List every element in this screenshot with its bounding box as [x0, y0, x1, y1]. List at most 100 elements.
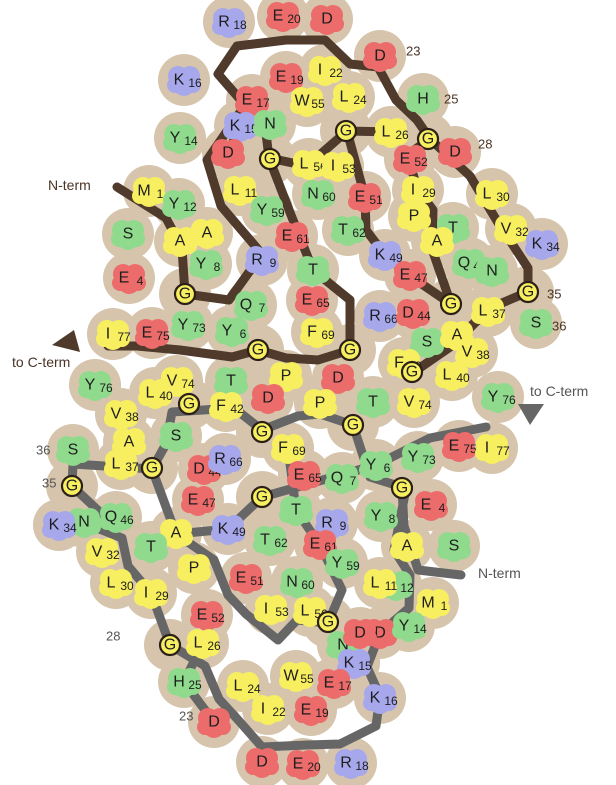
- residue-letter: G: [146, 460, 158, 477]
- residue-letter: G: [340, 123, 352, 140]
- residue-letter: Q: [331, 470, 343, 487]
- residue: L30: [475, 180, 510, 210]
- residue-letter: E: [282, 228, 293, 245]
- residue: D: [343, 619, 377, 649]
- residue: Y12: [162, 190, 197, 220]
- residue-number: 55: [300, 672, 314, 686]
- residue-letter: I: [485, 440, 489, 457]
- residue: S: [56, 436, 90, 466]
- residue-letter: L: [479, 303, 488, 320]
- residue-number: 69: [292, 444, 306, 458]
- residue: L26: [374, 118, 409, 148]
- residue-letter: S: [449, 538, 460, 555]
- residue-number: 47: [202, 496, 216, 510]
- residue: D: [363, 42, 397, 72]
- residue-number: 73: [422, 453, 436, 467]
- residue-number: 26: [395, 128, 409, 142]
- c-term-arrow-bottom: [518, 404, 544, 425]
- residue: E4: [112, 264, 146, 294]
- residue-number: 9: [270, 256, 277, 270]
- residue-number: 49: [232, 525, 246, 539]
- residue: E20: [266, 2, 301, 32]
- residue-letter: T: [260, 532, 270, 549]
- side-number-35-bottom: 35: [42, 476, 56, 491]
- residue-letter: L: [483, 186, 492, 203]
- residue-letter: A: [171, 525, 182, 542]
- residue-number: 60: [301, 578, 315, 592]
- residue-letter: V: [404, 394, 415, 411]
- residue: A: [420, 227, 454, 257]
- residue: L37: [104, 450, 139, 480]
- residue-letter: E: [310, 536, 321, 553]
- residue: H: [406, 85, 440, 115]
- residue-number: 18: [233, 18, 247, 32]
- residue-letter: W: [283, 668, 299, 685]
- residue-letter: S: [422, 334, 433, 351]
- residue: V38: [104, 400, 139, 430]
- residue-letter: E: [119, 270, 130, 287]
- residue: E61: [275, 222, 310, 252]
- residue: D: [211, 139, 245, 169]
- residue-letter: Q: [105, 509, 117, 526]
- residue: G: [340, 340, 360, 360]
- residue-number: 12: [183, 200, 197, 214]
- residue: V32: [494, 215, 529, 245]
- residue: G: [142, 458, 162, 478]
- residue: E65: [295, 286, 330, 316]
- residue-letter: G: [344, 342, 356, 359]
- residue: E52: [190, 601, 225, 631]
- residue-letter: P: [409, 208, 420, 225]
- residue-number: 17: [338, 679, 352, 693]
- c-term-arrow-top: [52, 330, 80, 352]
- c-term-label-bottom: to C-term: [530, 383, 588, 399]
- residue-letter: P: [315, 395, 326, 412]
- side-number-36-top: 36: [552, 319, 566, 334]
- residue: M1: [132, 177, 166, 207]
- residue-letter: K: [49, 517, 60, 534]
- residue-letter: Y: [257, 202, 268, 219]
- residue-number: 14: [413, 622, 427, 636]
- residue-letter: Q: [240, 297, 252, 314]
- residue: L37: [471, 297, 506, 327]
- residue-letter: D: [208, 714, 220, 731]
- residue-number: 6: [384, 461, 391, 475]
- residue-number: 16: [384, 694, 398, 708]
- residue: E52: [393, 145, 428, 175]
- residue-number: 22: [329, 66, 343, 80]
- residue: G: [402, 362, 422, 382]
- residue-letter: I: [411, 182, 415, 199]
- residue: L30: [99, 569, 134, 599]
- residue-number: 47: [414, 271, 428, 285]
- residue-letter: E: [276, 69, 287, 86]
- residue-letter: Y: [488, 389, 499, 406]
- residue-letter: L: [301, 603, 310, 620]
- residue: A: [390, 532, 424, 562]
- residue-letter: D: [374, 48, 386, 65]
- residue-number: 60: [322, 190, 336, 204]
- residue-letter: G: [256, 489, 268, 506]
- residue-letter: L: [300, 156, 309, 173]
- residue: G: [518, 282, 538, 302]
- residue-letter: G: [66, 478, 78, 495]
- residue: D: [197, 708, 231, 738]
- side-number-28-top: 28: [478, 137, 492, 152]
- residue: E20: [286, 750, 321, 780]
- residue-number: 75: [463, 442, 477, 456]
- residue: S: [519, 309, 553, 339]
- residue: E4: [414, 491, 448, 521]
- residue-letter: Y: [169, 196, 180, 213]
- residue-number: 4: [137, 274, 144, 288]
- c-term-label-top: to C-term: [12, 354, 70, 370]
- residue-letter: A: [432, 233, 443, 250]
- residue-letter: R: [218, 14, 230, 31]
- residue-number: 76: [99, 381, 113, 395]
- residue-number: 59: [346, 559, 360, 573]
- residue-letter: A: [402, 538, 413, 555]
- top-n-term: N-term: [48, 177, 91, 193]
- residue-number: 53: [275, 605, 289, 619]
- residue: Y73: [171, 311, 206, 341]
